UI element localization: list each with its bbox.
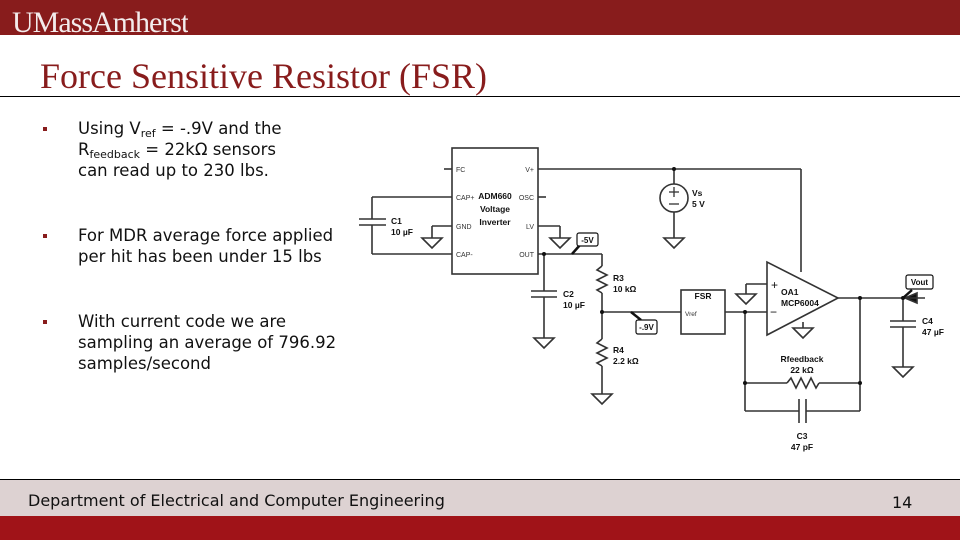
text-fragment: R (78, 140, 90, 159)
umass-logo: UMassAmherst (12, 6, 189, 39)
fsr-name: FSR (695, 291, 712, 301)
text-fragment: Using V (78, 119, 141, 138)
net-label-vout: Vout (902, 274, 934, 299)
bullet-marker-icon (43, 320, 47, 324)
net-label-neg5v: -5V (571, 232, 599, 255)
title-divider (0, 96, 960, 97)
rfeedback-value: 22 kΩ (790, 365, 814, 375)
footer-divider (0, 479, 960, 480)
c4-value: 47 µF (922, 327, 944, 337)
text-fragment: = 22kΩ sensors (140, 140, 276, 159)
vs-value: 5 V (692, 199, 705, 209)
fsr-pin-label: Vref (685, 311, 697, 318)
bullet-marker-icon (43, 127, 47, 131)
net-label-text: -.9V (639, 323, 654, 332)
ic-adm660-body (451, 147, 539, 275)
pin-label: CAP+ (456, 195, 474, 202)
opamp-name: OA1 (781, 287, 799, 297)
c1-value: 10 µF (391, 227, 413, 237)
rfeedback-name: Rfeedback (781, 354, 824, 364)
bullet-marker-icon (43, 234, 47, 238)
pin-label: CAP- (456, 252, 473, 259)
bullet-item: With current code we are sampling an ave… (40, 311, 340, 374)
department-name: Department of Electrical and Computer En… (28, 491, 445, 510)
ic-desc: Voltage (480, 204, 510, 214)
c1-name: C1 (391, 216, 402, 226)
c3-name: C3 (797, 431, 808, 441)
pin-label: OSC (519, 195, 534, 202)
ic-desc: Inverter (479, 217, 511, 227)
footer: Department of Electrical and Computer En… (0, 480, 960, 516)
ic-name: ADM660 (478, 191, 512, 201)
text-fragment: = -.9V and the (155, 119, 282, 138)
header-bar: UMassAmherst (0, 0, 960, 39)
c3-value: 47 pF (791, 442, 813, 452)
net-label-text: -5V (581, 236, 594, 245)
pin-label: V+ (525, 167, 534, 174)
text-fragment: can read up to 230 lbs. (78, 161, 269, 180)
subscript: feedback (89, 148, 140, 161)
r4-name: R4 (613, 345, 624, 355)
r3-name: R3 (613, 273, 624, 283)
page-number: 14 (892, 493, 913, 512)
opamp-part: MCP6004 (781, 298, 819, 308)
pin-label: FC (456, 167, 465, 174)
opamp-plus: + (771, 278, 778, 292)
bullet-text: For MDR average force applied per hit ha… (78, 226, 334, 266)
net-label-neg09v: -.9V (630, 311, 658, 335)
pin-label: GND (456, 224, 472, 231)
circuit-schematic: FC CAP+ GND CAP- V+ OSC LV OUT ADM660 Vo… (359, 147, 944, 452)
c2-value: 10 µF (563, 300, 585, 310)
net-label-text: Vout (911, 278, 929, 287)
slide-title: Force Sensitive Resistor (FSR) (40, 56, 487, 96)
c4-name: C4 (922, 316, 933, 326)
pin-label: LV (526, 224, 534, 231)
r3-value: 10 kΩ (613, 284, 637, 294)
r4-value: 2.2 kΩ (613, 356, 639, 366)
opamp-minus: − (770, 305, 777, 319)
bullet-text: With current code we are sampling an ave… (78, 312, 337, 373)
pin-label: OUT (519, 252, 535, 259)
subscript: ref (140, 127, 156, 140)
c2-name: C2 (563, 289, 574, 299)
vs-name: Vs (692, 188, 703, 198)
bullet-item: For MDR average force applied per hit ha… (40, 225, 340, 267)
bottom-bar (0, 516, 960, 540)
